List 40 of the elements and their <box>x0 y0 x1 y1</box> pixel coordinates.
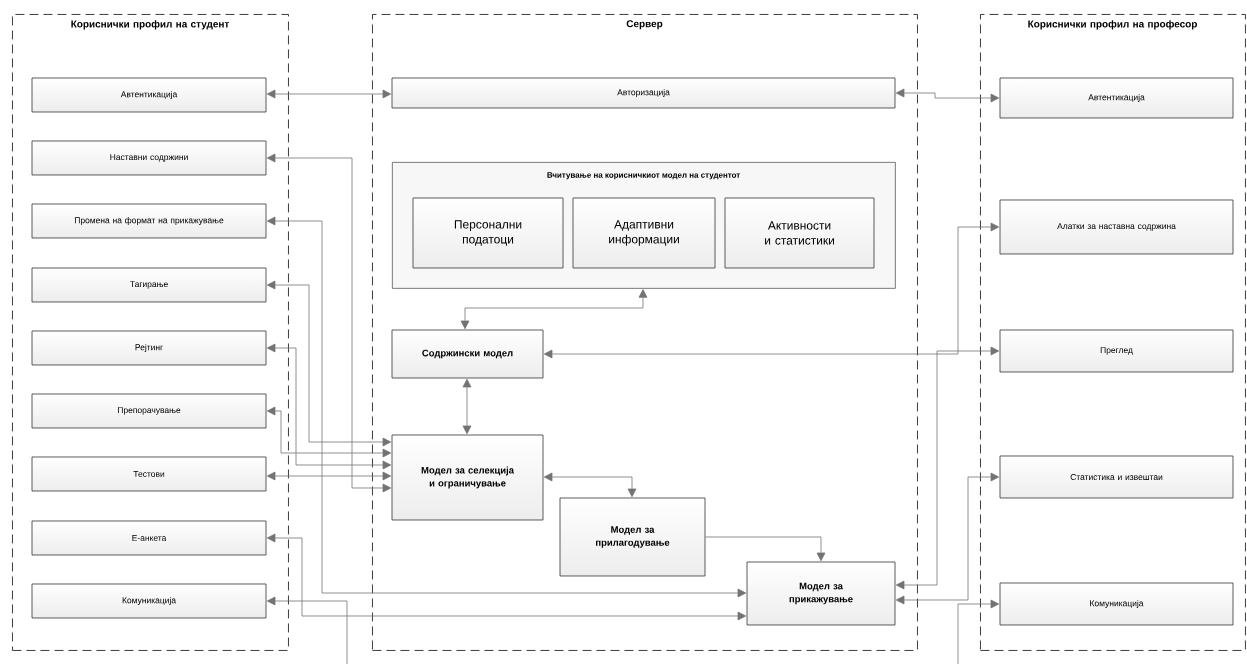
process-box: Модел за прилагодување <box>559 497 706 577</box>
arrow <box>895 472 1000 605</box>
process-box: Авторизација <box>391 77 896 109</box>
process-box: Персонални податоци <box>412 197 564 269</box>
arrow <box>266 216 747 598</box>
arrow <box>266 406 392 458</box>
process-box: Комуникација <box>31 583 267 619</box>
process-box: Алатки за наставна содржина <box>999 199 1234 255</box>
process-box: Комуникација <box>999 582 1234 626</box>
arrow <box>543 222 1000 359</box>
process-box: Тестови <box>31 456 267 492</box>
process-box: Преглед <box>999 329 1234 373</box>
process-box: Тагирање <box>31 267 267 303</box>
process-box: Промена на формат на прикажување <box>31 203 267 239</box>
arrow <box>957 599 1000 664</box>
arrow <box>462 378 472 435</box>
arrow <box>895 346 1000 590</box>
arrow <box>543 472 637 498</box>
process-box: Автентикација <box>999 77 1234 119</box>
process-box: Наставни содржини <box>31 140 267 176</box>
process-box: Е-анкета <box>31 520 267 556</box>
arrow <box>266 89 392 99</box>
arrow <box>705 536 826 562</box>
process-box: Рејтинг <box>31 330 267 366</box>
arrow <box>266 280 392 447</box>
process-box: Модел за прикажување <box>746 561 896 626</box>
process-box: Статистика и извештаи <box>999 455 1234 499</box>
process-box: Активности и статистики <box>724 197 875 269</box>
arrow <box>266 533 747 621</box>
process-box: Содржински модел <box>391 329 544 379</box>
arrow <box>266 596 348 664</box>
arrow <box>266 471 392 481</box>
arrow <box>895 88 1000 103</box>
arrow <box>266 153 392 493</box>
arrow <box>266 343 392 470</box>
process-box: Адаптивни информации <box>572 197 716 269</box>
arrow <box>460 289 648 330</box>
process-box: Автентикација <box>31 77 267 113</box>
process-box: Модел за селекција и ограничување <box>391 434 544 521</box>
process-box: Препорачување <box>31 393 267 429</box>
